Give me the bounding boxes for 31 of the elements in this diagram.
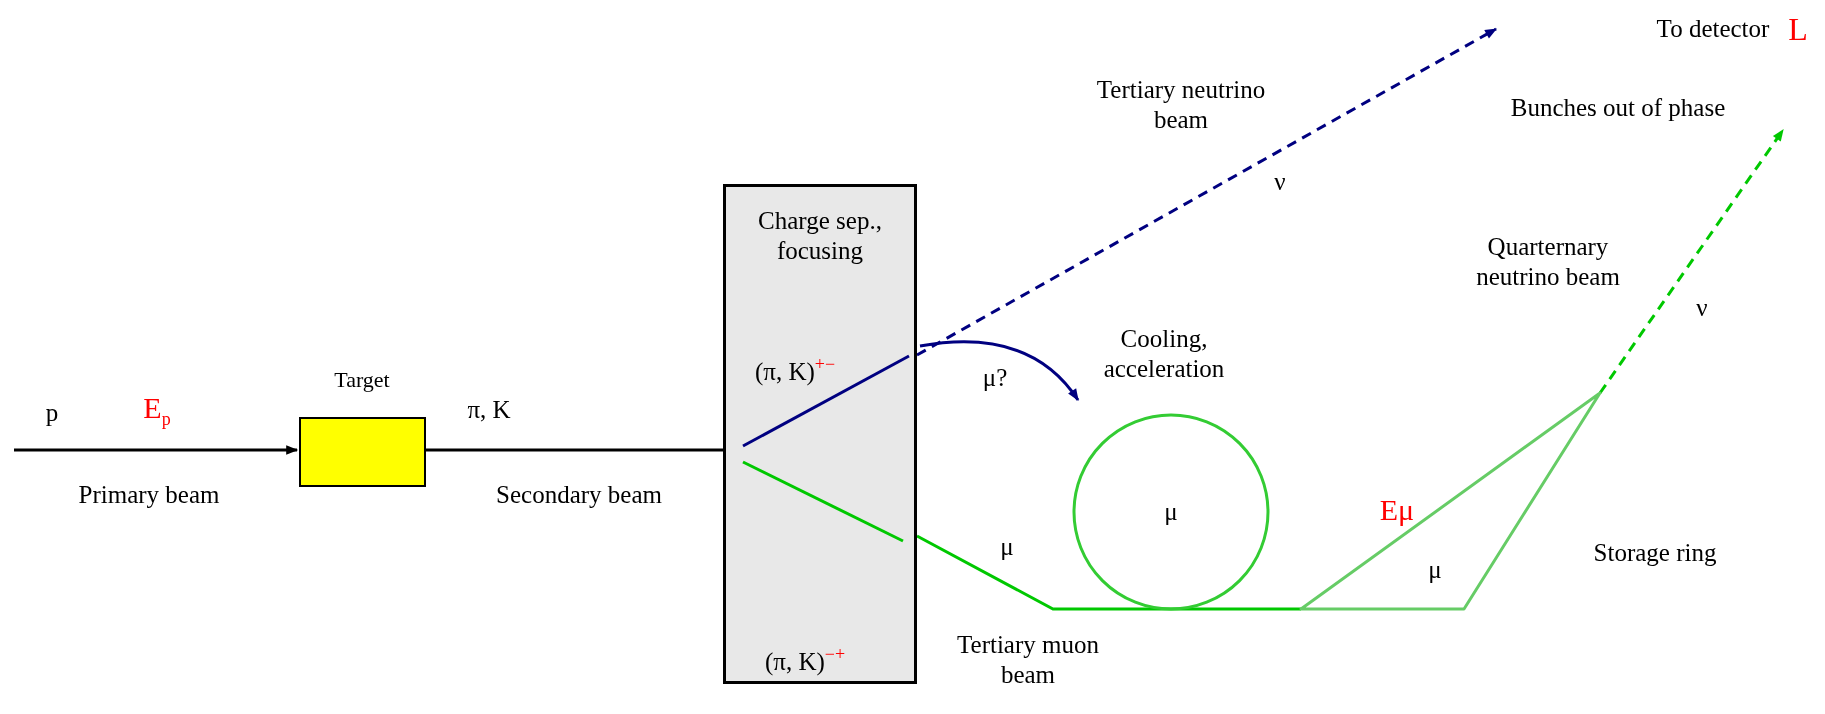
particle-symbol: π, K [467, 395, 511, 425]
particle-symbol: μ [1000, 532, 1014, 562]
beam-arrow [14, 445, 299, 455]
beam-label: Tertiary muon beam [956, 630, 1100, 690]
beam-line [426, 448, 723, 452]
energy-symbol: Eμ [1379, 493, 1415, 527]
particle-label: μ [1164, 497, 1178, 527]
beam-arrow [1598, 129, 1785, 394]
beam-label: Tertiary neutrino beam [1095, 75, 1267, 135]
particle-label: μ [1428, 555, 1442, 585]
particle-label: (π, K)$^{−+}$ [764, 643, 846, 677]
beam-label: Secondary beam [496, 480, 662, 510]
box-heading: Target [334, 367, 390, 393]
beam-line [1171, 607, 1301, 611]
energy-symbol: E$_{p}$ [143, 390, 171, 431]
ring-caption: Storage ring [1593, 538, 1717, 568]
beam-label: Quarternary neutrino beam [1475, 232, 1621, 292]
particle-symbol: μ? [982, 363, 1008, 393]
beam-arrow [919, 340, 1080, 401]
phase-note: Bunches out of phase [1510, 93, 1726, 123]
destination-label: To detector [1656, 14, 1770, 44]
ring-heading: Cooling, acceleration [1102, 324, 1226, 384]
beam-line [916, 534, 1171, 611]
beam-label: Primary beam [78, 480, 220, 510]
particle-symbol: ν [1696, 293, 1708, 323]
particle-symbol: p [45, 398, 59, 428]
panel-heading: Charge sep., focusing [757, 206, 883, 266]
particle-label: (π, K)$^{+−}$ [754, 353, 836, 387]
distance-symbol: L [1788, 11, 1808, 47]
beam-arrow [916, 27, 1498, 357]
particle-symbol: ν [1274, 167, 1286, 197]
